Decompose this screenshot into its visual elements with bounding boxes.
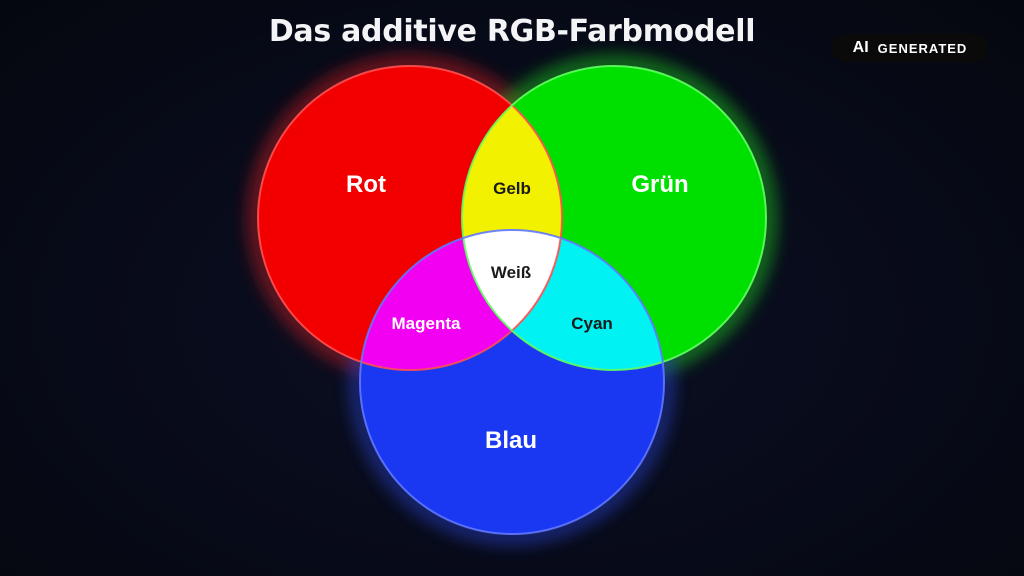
- blue-rim: [359, 229, 665, 535]
- label-weiss: Weiß: [490, 263, 532, 282]
- label-rot: Rot: [346, 171, 386, 198]
- label-magenta: Magenta: [391, 314, 461, 333]
- label-blau: Blau: [484, 427, 538, 454]
- label-cyan: Cyan: [571, 314, 613, 333]
- ai-generated-badge: AI GENERATED: [832, 34, 988, 62]
- page-title: Das additive RGB-Farbmodell: [268, 14, 756, 49]
- label-gruen: Grün: [631, 171, 689, 198]
- cyan-overlap: [462, 230, 664, 370]
- badge-generated-label: GENERATED: [877, 40, 968, 56]
- red-rim: [257, 65, 563, 371]
- green-rim: [461, 65, 767, 371]
- magenta-overlap: [360, 230, 562, 370]
- label-gelb: Gelb: [493, 179, 531, 198]
- badge-ai-label: AI: [852, 39, 869, 56]
